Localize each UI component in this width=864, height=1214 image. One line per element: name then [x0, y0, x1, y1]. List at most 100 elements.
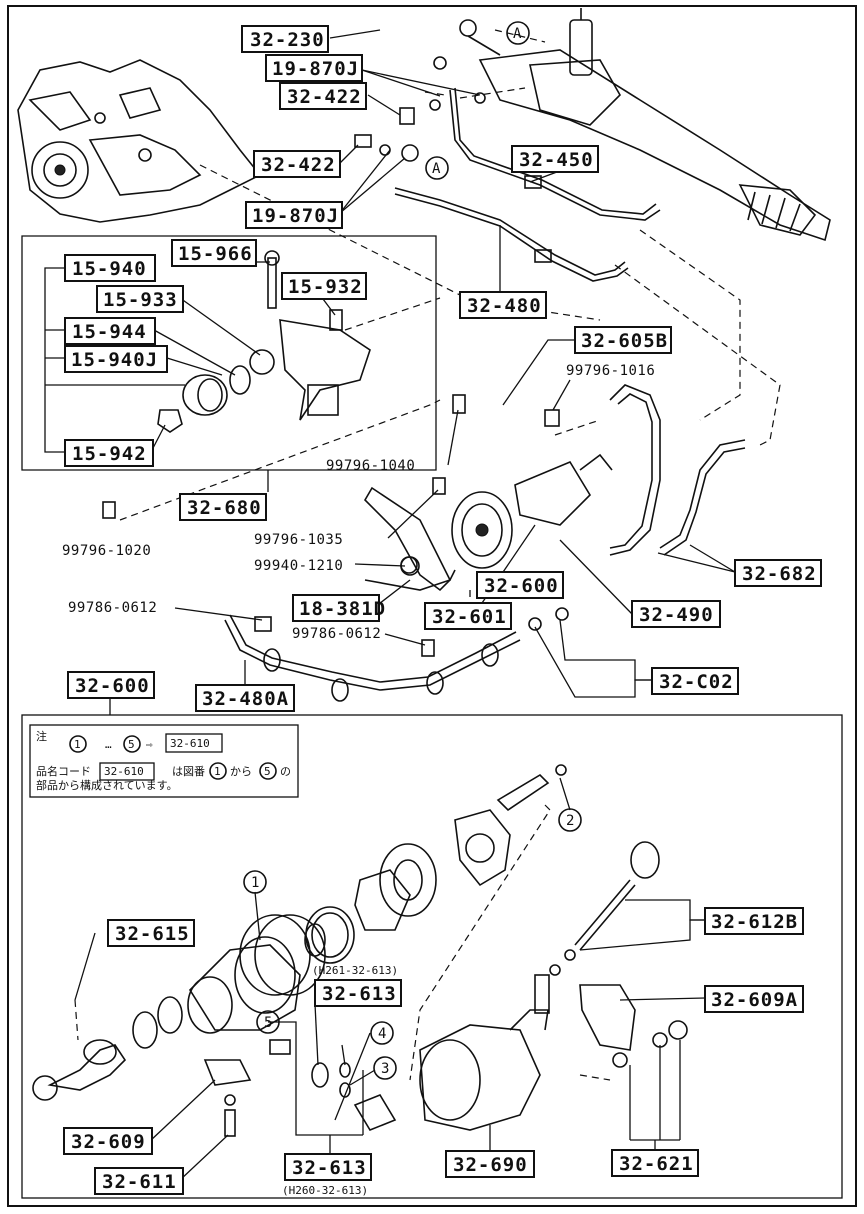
label-15-932-text: 15-932	[288, 276, 363, 298]
part-99796-1035: 99796-1035	[254, 532, 343, 548]
part-99796-1020: 99796-1020	[62, 543, 151, 559]
part-99786-0612-a: 99786-0612	[68, 600, 157, 616]
label-32-422-a: 32-422	[279, 82, 367, 110]
label-18-381D: 18-381D	[292, 594, 386, 622]
label-32-450-text: 32-450	[519, 149, 594, 171]
callout-1: 1	[243, 870, 267, 894]
note-line2-mid: は図番	[172, 765, 205, 778]
label-32-613-b: 32-613	[284, 1153, 372, 1181]
label-32-600-a: 32-600	[476, 571, 564, 599]
pressure-hoses	[394, 87, 661, 282]
label-32-611: 32-611	[94, 1167, 184, 1195]
callout-2-text: 2	[566, 813, 575, 829]
label-32-C02-text: 32-C02	[659, 671, 734, 693]
note-line2-suffix: の	[280, 765, 291, 778]
label-32-480: 32-480	[459, 291, 547, 319]
label-15-942: 15-942	[64, 439, 154, 467]
callout-3: 3	[373, 1056, 397, 1080]
label-32-609-text: 32-609	[71, 1131, 146, 1153]
label-15-966: 15-966	[171, 239, 257, 267]
bracket-group-frame	[21, 235, 437, 471]
label-32-621-text: 32-621	[619, 1153, 694, 1175]
page-frame	[7, 5, 857, 1207]
note-range-start: 1	[74, 738, 81, 751]
note-range-code: 32-610	[170, 737, 210, 750]
callout-2: 2	[558, 808, 582, 832]
label-18-381D-text: 18-381D	[299, 598, 386, 620]
label-32-605B-text: 32-605B	[581, 330, 668, 352]
label-32-680-text: 32-680	[187, 497, 262, 519]
dashed-guides-upper	[119, 29, 781, 521]
pump-exploded-view	[32, 764, 688, 1137]
label-32-613-a-text: 32-613	[322, 983, 397, 1005]
bolts	[102, 56, 569, 657]
callout-a-middle-text: A	[432, 161, 441, 177]
label-32-615: 32-615	[107, 919, 195, 947]
label-32-490: 32-490	[631, 600, 721, 628]
return-hoses	[609, 384, 746, 556]
label-32-601: 32-601	[424, 602, 512, 630]
label-32-480A-text: 32-480A	[202, 688, 289, 710]
label-15-966-text: 15-966	[178, 243, 253, 265]
callout-5: 5	[256, 1010, 280, 1034]
label-32-601-text: 32-601	[432, 606, 507, 628]
bracket-assembly	[157, 250, 371, 433]
label-19-870J-a: 19-870J	[265, 54, 363, 82]
label-32-682-text: 32-682	[742, 563, 817, 585]
label-32-600-b-text: 32-600	[75, 675, 150, 697]
note-line2-start: 1	[214, 765, 221, 778]
note-line2-from: から	[230, 765, 252, 778]
power-steering-pump	[363, 453, 613, 592]
label-32-230-text: 32-230	[250, 29, 325, 51]
label-32-680: 32-680	[179, 493, 267, 521]
engine-block-illustration	[17, 59, 262, 223]
callout-4-text: 4	[378, 1026, 387, 1042]
note-heading: 注	[36, 729, 47, 743]
pump-detail-frame	[21, 714, 843, 1199]
note-line2-prefix: 品名コード	[36, 764, 91, 778]
label-32-600-a-text: 32-600	[484, 575, 559, 597]
callout-1-text: 1	[251, 875, 260, 891]
label-15-932: 15-932	[281, 272, 367, 300]
label-15-940J: 15-940J	[64, 345, 168, 373]
label-32-611-text: 32-611	[102, 1171, 177, 1193]
callout-a-top: A	[506, 21, 530, 45]
label-19-870J-b-text: 19-870J	[252, 205, 339, 227]
note-box: 注 1 … 5 ⇨ 32-610 品名コード 32-610 は図番 1 から 5…	[29, 724, 299, 798]
callout-a-middle: A	[425, 156, 449, 180]
leader-lines	[44, 29, 736, 1181]
callout-3-text: 3	[381, 1061, 390, 1077]
label-19-870J-b: 19-870J	[245, 201, 343, 229]
label-32-230: 32-230	[241, 25, 329, 53]
label-32-690: 32-690	[445, 1150, 535, 1178]
label-32-612B-text: 32-612B	[711, 911, 798, 933]
label-32-615-text: 32-615	[115, 923, 190, 945]
note-range-end: 5	[128, 738, 135, 751]
label-15-933-text: 15-933	[103, 289, 178, 311]
label-32-609A-text: 32-609A	[711, 989, 798, 1011]
label-15-933: 15-933	[96, 285, 184, 313]
dashed-guides-lower	[74, 804, 611, 1081]
label-32-613-b-text: 32-613	[292, 1157, 367, 1179]
label-32-621: 32-621	[611, 1149, 699, 1177]
steering-rack-illustration	[459, 8, 831, 242]
label-32-612B: 32-612B	[704, 907, 804, 935]
label-32-690-text: 32-690	[453, 1154, 528, 1176]
note-range-dots: …	[105, 738, 112, 751]
note-line2-end: 5	[264, 765, 271, 778]
label-15-942-text: 15-942	[72, 443, 147, 465]
part-99796-1016: 99796-1016	[566, 363, 655, 379]
label-32-480A: 32-480A	[195, 684, 295, 712]
pipe-32-480A	[224, 614, 521, 702]
label-32-609A: 32-609A	[704, 985, 804, 1013]
label-32-609: 32-609	[63, 1127, 153, 1155]
part-99796-1040: 99796-1040	[326, 458, 415, 474]
label-15-944-text: 15-944	[72, 321, 147, 343]
label-32-682: 32-682	[734, 559, 822, 587]
label-32-613-a: 32-613	[314, 979, 402, 1007]
note-arrow: ⇨	[146, 738, 153, 751]
label-15-940J-text: 15-940J	[71, 349, 158, 371]
label-15-940-text: 15-940	[72, 258, 147, 280]
label-32-490-text: 32-490	[639, 604, 714, 626]
